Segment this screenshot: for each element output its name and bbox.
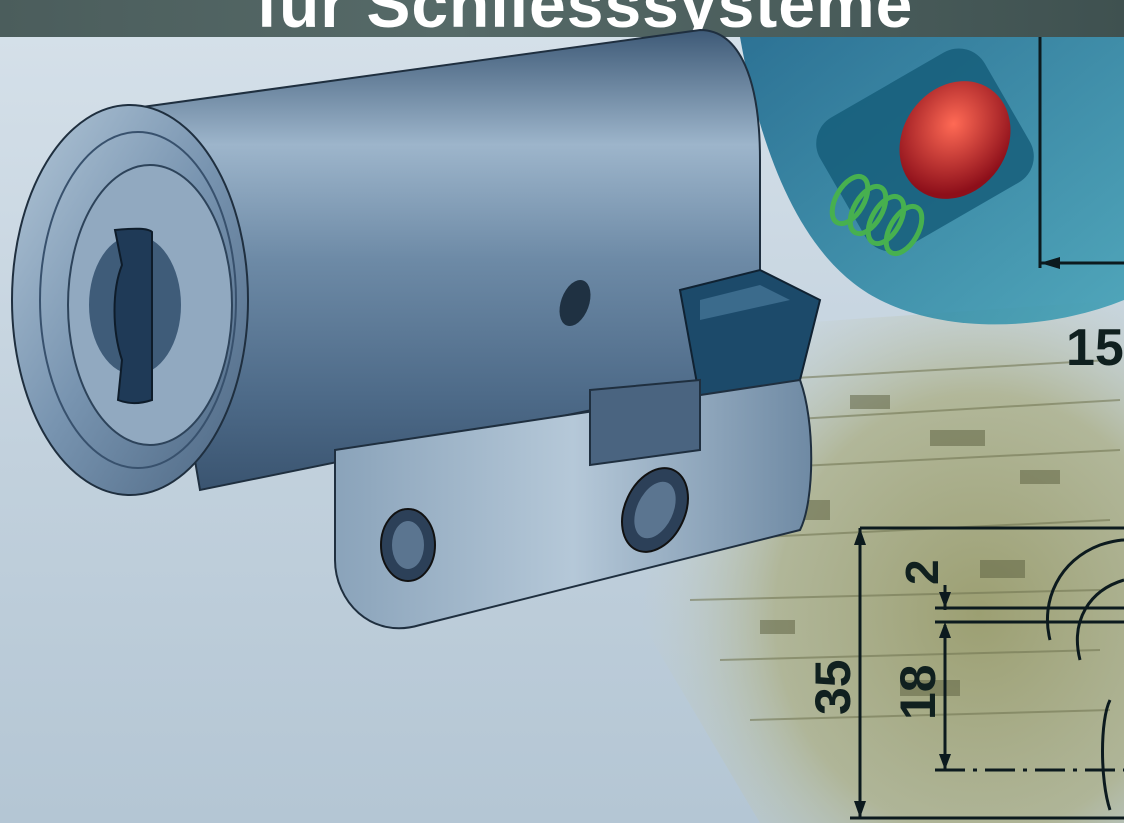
pin-red-icon [899, 81, 1011, 199]
key-slot-icon [113, 227, 153, 404]
lock-cylinder-illustration [11, 28, 822, 630]
technical-drawing [850, 526, 1124, 820]
dimension-height-label: 35 [805, 659, 861, 715]
dimension-small-label: 2 [896, 559, 948, 585]
spring-icon [829, 173, 925, 257]
dimension-length-label: 151 [1066, 319, 1124, 377]
dimension-inner-label: 18 [890, 664, 946, 720]
banner-title: für Schliesssysteme [256, 0, 914, 37]
xray-cutaway [740, 37, 1124, 325]
title-banner: für Schliesssysteme [0, 0, 1124, 37]
